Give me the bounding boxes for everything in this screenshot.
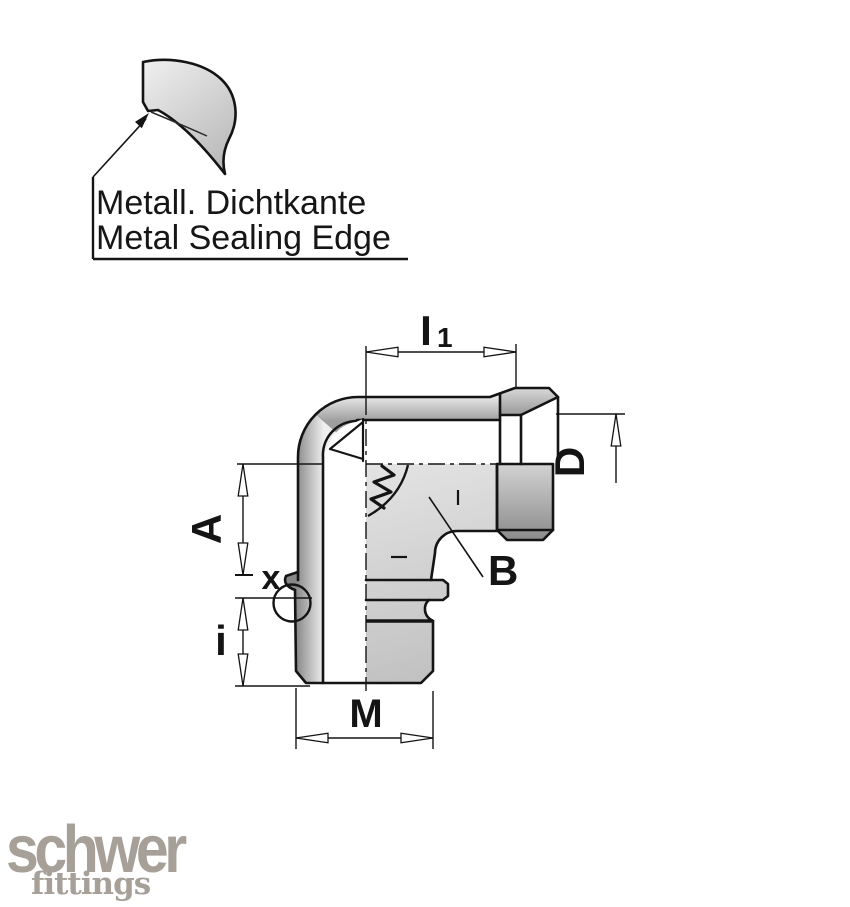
l1-arrow-right [483,346,517,358]
outline-body-right-profile [429,462,499,582]
centerlines [237,346,498,691]
manufacturer-stamp-icon [369,464,396,510]
m-arrow-left [295,732,329,744]
l1-arrow-left [365,346,399,358]
l1-label-subscript: 1 [437,322,453,353]
x-label: x [262,559,281,597]
brand-logo: schwer [6,812,187,887]
dimension-l1: I 1 [365,307,517,389]
brand-logo-tagline: fittings [31,866,151,902]
a-label: A [183,514,230,544]
sealing-edge-inner-line [150,111,208,137]
cone-seat-edge-lower [328,447,365,461]
cone-seat-edge-upper [328,420,365,451]
sealing-edge-shape [141,58,237,176]
sealing-edge-detail-callout: Metall. Dichtkante Metal Sealing Edge [91,58,408,261]
outline-inner-bore [321,419,359,685]
m-label: M [349,692,382,736]
outline-sealing-lip-and-bottom [283,570,435,685]
i-arrow-up [237,597,249,631]
i-label: i [215,617,227,664]
b-label: B [488,547,518,594]
a-arrow-up [237,463,249,497]
callout-leader-line [92,118,147,178]
dimension-a: A [183,463,249,576]
label-b: B [428,496,518,594]
outline-outer-elbow [296,386,560,582]
sealing-edge-callout-circle [272,583,312,623]
a-arrow-down [237,542,249,576]
dimension-m: M [295,688,434,749]
l1-label: I [420,307,432,354]
callout-arrowhead-icon [135,113,149,129]
elbow-fitting-body [283,386,560,685]
nut-wall-top [490,388,558,415]
dimension-d: D [546,413,625,483]
d-label: D [546,447,593,477]
i-arrow-down [237,653,249,687]
d-arrow-up [610,413,622,447]
hex-corner-arc [367,464,410,518]
callout-text-english: Metal Sealing Edge [96,219,391,257]
tube-wall-top [315,394,500,436]
male-thread-end [497,464,553,540]
b-leader-line [428,496,484,578]
dimension-i: i [215,597,310,687]
outline-nut-cone-chamfer [519,395,560,417]
m-arrow-right [400,732,434,744]
callout-text-german: Metall. Dichtkante [96,184,366,222]
